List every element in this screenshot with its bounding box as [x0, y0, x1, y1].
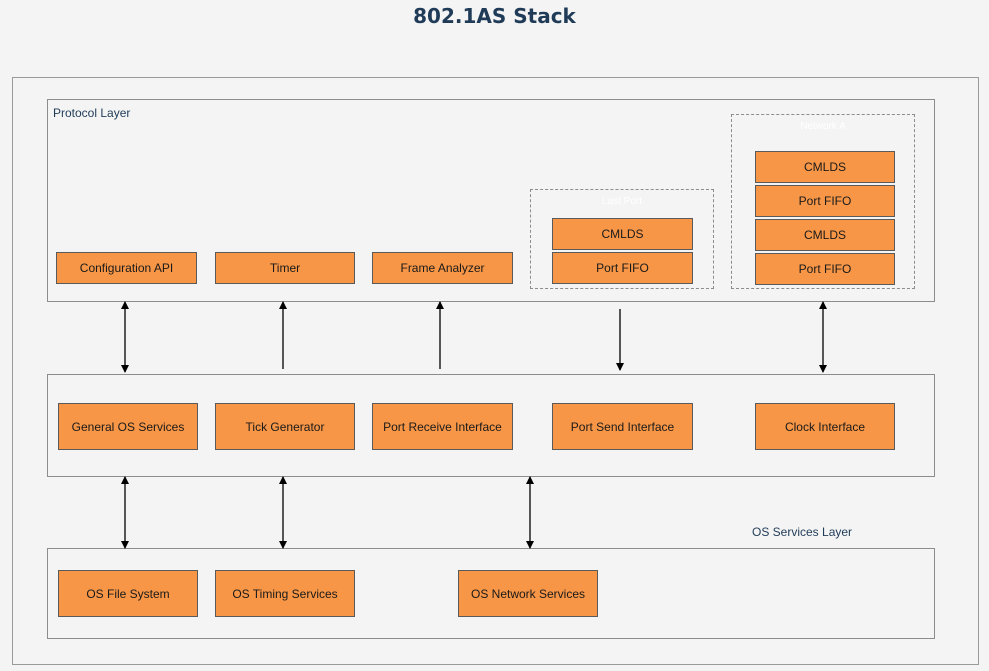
network-a-group: Network A [731, 114, 915, 289]
port-fifo-box: Port FIFO [755, 185, 895, 217]
configuration-api-box: Configuration API [56, 252, 197, 284]
cmlds-box: CMLDS [755, 219, 895, 251]
tick-generator-box: Tick Generator [215, 403, 355, 450]
protocol-layer-label: Protocol Layer [53, 106, 131, 120]
os-services-layer-label: OS Services Layer [752, 525, 853, 539]
os-file-system-box: OS File System [58, 570, 198, 617]
timer-box: Timer [215, 252, 355, 284]
port-fifo-box: Port FIFO [755, 253, 895, 285]
last-port-group-label: Last Port [601, 196, 643, 207]
port-send-interface-box: Port Send Interface [552, 403, 693, 450]
os-timing-services-box: OS Timing Services [215, 570, 355, 617]
os-network-services-box: OS Network Services [458, 570, 598, 617]
last-port-group: Last Port [530, 189, 714, 289]
port-receive-interface-box: Port Receive Interface [372, 403, 513, 450]
clock-interface-box: Clock Interface [755, 403, 895, 450]
port-fifo-box: Port FIFO [552, 252, 693, 284]
cmlds-box: CMLDS [552, 218, 693, 250]
cmlds-box: CMLDS [755, 151, 895, 183]
frame-analyzer-box: Frame Analyzer [372, 252, 513, 284]
general-os-services-box: General OS Services [58, 403, 198, 450]
network-a-group-label: Network A [800, 121, 846, 132]
diagram-title: 802.1AS Stack [413, 4, 576, 28]
